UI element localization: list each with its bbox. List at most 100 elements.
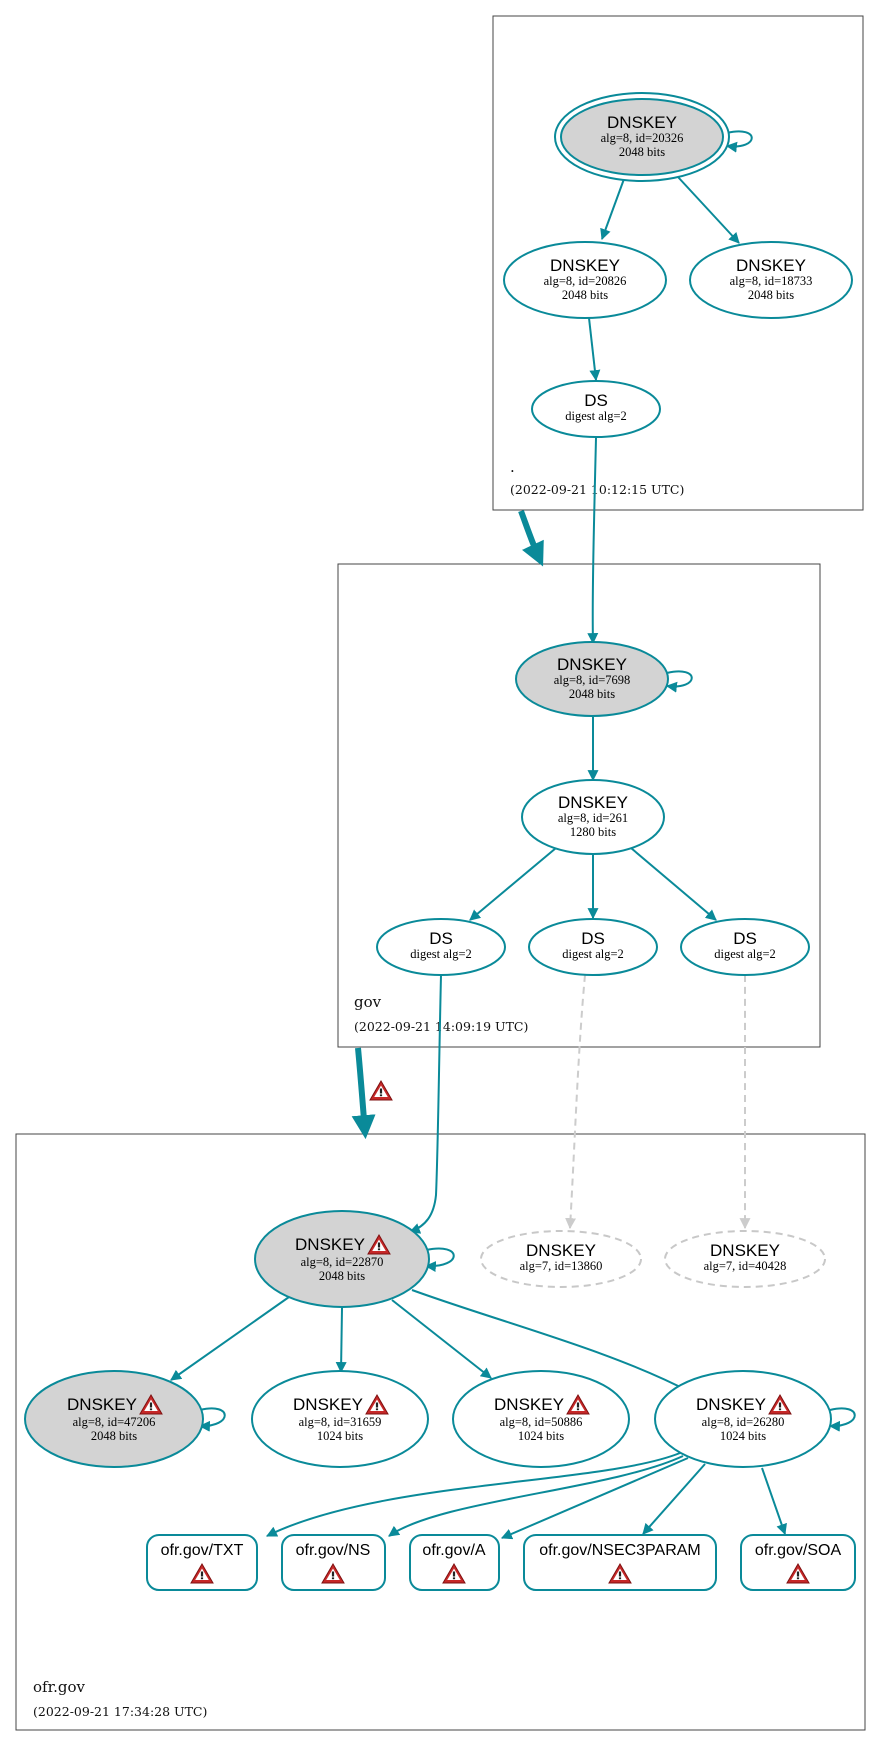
zone-gov-name: gov [354,993,382,1011]
node-ofr-missing-40428-title: DNSKEY [710,1241,780,1260]
rrset-a-label: ofr.gov/A [422,1542,485,1559]
rrset-a[interactable]: ofr.gov/A [409,1534,500,1591]
node-gov-zsk-261-title: DNSKEY [558,793,628,812]
node-root-ds-line1: digest alg=2 [565,409,627,423]
node-ofr-missing-40428[interactable]: DNSKEY alg=7, id=40428 [664,1230,826,1288]
edge-ds1-to-ofr-ksk [408,974,442,1234]
edge-26280-to-soa [761,1467,787,1536]
edge-26280-to-nsec3param [642,1463,706,1535]
edge-root-ksk-to-18733 [677,176,740,244]
edge-26280-to-a [500,1457,689,1540]
node-root-zsk-20826-title: DNSKEY [550,256,620,275]
node-root-ksk[interactable]: DNSKEY alg=8, id=20326 2048 bits [554,92,730,182]
zone-ofr-timestamp: (2022-09-21 17:34:28 UTC) [33,1704,207,1719]
node-ofr-missing-13860[interactable]: DNSKEY alg=7, id=13860 [480,1230,642,1288]
node-ofr-missing-40428-line1: alg=7, id=40428 [704,1259,787,1273]
node-ofr-key-50886-title: DNSKEY [494,1395,564,1414]
node-ofr-key-31659-title: DNSKEY [293,1395,363,1414]
delegation-root-to-gov [518,509,544,567]
zone-ofr-box [15,1133,866,1731]
node-gov-ksk-shape [515,641,669,717]
node-gov-ds-3[interactable]: DS digest alg=2 [680,918,810,976]
edge-ds2-to-13860 [565,974,586,1230]
edge-26280-to-txt [266,1452,681,1537]
node-ofr-key-26280-line1: alg=8, id=26280 [702,1415,785,1429]
delegation-warning-icon [369,1080,393,1101]
zone-root-timestamp: (2022-09-21 10:12:15 UTC) [510,482,684,497]
node-gov-ds-1[interactable]: DS digest alg=2 [376,918,506,976]
rrset-soa-label: ofr.gov/SOA [755,1542,842,1559]
edge-self-26280 [828,1407,856,1432]
node-ofr-key-47206-shape [24,1370,204,1468]
edge-self-47206 [198,1407,226,1432]
node-root-ksk-shape [560,98,724,176]
node-root-zsk-18733[interactable]: DNSKEY alg=8, id=18733 2048 bits [689,241,853,319]
node-root-ds-title: DS [584,391,608,410]
node-root-ds[interactable]: DS digest alg=2 [531,380,661,438]
edge-261-to-ds1 [469,847,557,921]
node-ofr-key-47206[interactable]: DNSKEY alg=8, id=47206 2048 bits [24,1370,204,1468]
node-gov-ds-3-title: DS [733,929,757,948]
node-ofr-ksk-22870[interactable]: DNSKEY alg=8, id=22870 2048 bits [254,1210,430,1308]
node-gov-zsk-261-line2: 1280 bits [570,825,616,839]
node-root-zsk-20826[interactable]: DNSKEY alg=8, id=20826 2048 bits [503,241,667,319]
node-gov-ds-2-title: DS [581,929,605,948]
node-ofr-ksk-22870-line2: 2048 bits [319,1269,365,1283]
node-ofr-ksk-22870-shape [254,1210,430,1308]
node-gov-zsk-261-shape [521,779,665,855]
zone-root-box [492,15,864,511]
node-ofr-key-31659-line2: 1024 bits [317,1429,363,1443]
node-root-zsk-18733-title: DNSKEY [736,256,806,275]
rrset-ns-box [281,1534,386,1591]
node-root-zsk-18733-shape [689,241,853,319]
edge-20826-to-ds [588,317,601,382]
rrset-ns-label: ofr.gov/NS [296,1542,371,1559]
edge-ksk-to-50886 [391,1299,492,1379]
node-gov-zsk-261-line1: alg=8, id=261 [558,811,628,825]
node-gov-ksk-line1: alg=8, id=7698 [554,673,631,687]
zone-ofr: ofr.gov (2022-09-21 17:34:28 UTC) [15,1133,866,1731]
rrset-txt-box [146,1534,258,1591]
node-ofr-missing-13860-shape [480,1230,642,1288]
node-gov-ksk[interactable]: DNSKEY alg=8, id=7698 2048 bits [515,641,669,717]
rrset-txt[interactable]: ofr.gov/TXT [146,1534,258,1591]
zone-root: . (2022-09-21 10:12:15 UTC) [492,15,864,511]
rrset-soa[interactable]: ofr.gov/SOA [740,1534,856,1591]
node-ofr-key-50886-shape [452,1370,630,1468]
edge-26280-to-ns [388,1455,684,1537]
node-ofr-key-47206-title: DNSKEY [67,1395,137,1414]
edge-261-to-ds3 [630,847,717,921]
node-gov-ds-1-line1: digest alg=2 [410,947,472,961]
node-gov-ds-1-shape [376,918,506,976]
edges [170,130,856,1540]
rrset-ns[interactable]: ofr.gov/NS [281,1534,386,1591]
node-ofr-key-50886-line2: 1024 bits [518,1429,564,1443]
node-root-ksk-line1: alg=8, id=20326 [601,131,684,145]
zone-ofr-name: ofr.gov [33,1678,86,1696]
node-ofr-key-31659-shape [251,1370,429,1468]
node-ofr-key-50886[interactable]: DNSKEY alg=8, id=50886 1024 bits [452,1370,630,1468]
rrset-nsec3param-label: ofr.gov/NSEC3PARAM [539,1542,701,1559]
node-gov-zsk-261[interactable]: DNSKEY alg=8, id=261 1280 bits [521,779,665,855]
node-gov-ksk-title: DNSKEY [557,655,627,674]
node-gov-ds-3-shape [680,918,810,976]
node-ofr-key-26280-title: DNSKEY [696,1395,766,1414]
edge-root-ds-to-gov-ksk [587,437,599,645]
edge-ksk-to-47206 [170,1296,290,1381]
node-root-zsk-20826-shape [503,241,667,319]
node-ofr-key-26280-shape [654,1370,832,1468]
rrset-soa-box [740,1534,856,1591]
node-gov-ksk-line2: 2048 bits [569,687,615,701]
node-ofr-missing-13860-line1: alg=7, id=13860 [520,1259,603,1273]
edge-self-gov-ksk [665,670,693,693]
node-ofr-key-26280[interactable]: DNSKEY alg=8, id=26280 1024 bits [654,1370,832,1468]
node-ofr-key-31659[interactable]: DNSKEY alg=8, id=31659 1024 bits [251,1370,429,1468]
rrset-nsec3param[interactable]: ofr.gov/NSEC3PARAM [523,1534,717,1591]
node-gov-ds-3-line1: digest alg=2 [714,947,776,961]
node-gov-ds-2-shape [528,918,658,976]
node-gov-ds-2[interactable]: DS digest alg=2 [528,918,658,976]
node-root-zsk-20826-line1: alg=8, id=20826 [544,274,627,288]
node-ofr-missing-40428-shape [664,1230,826,1288]
node-root-zsk-18733-line2: 2048 bits [748,288,794,302]
